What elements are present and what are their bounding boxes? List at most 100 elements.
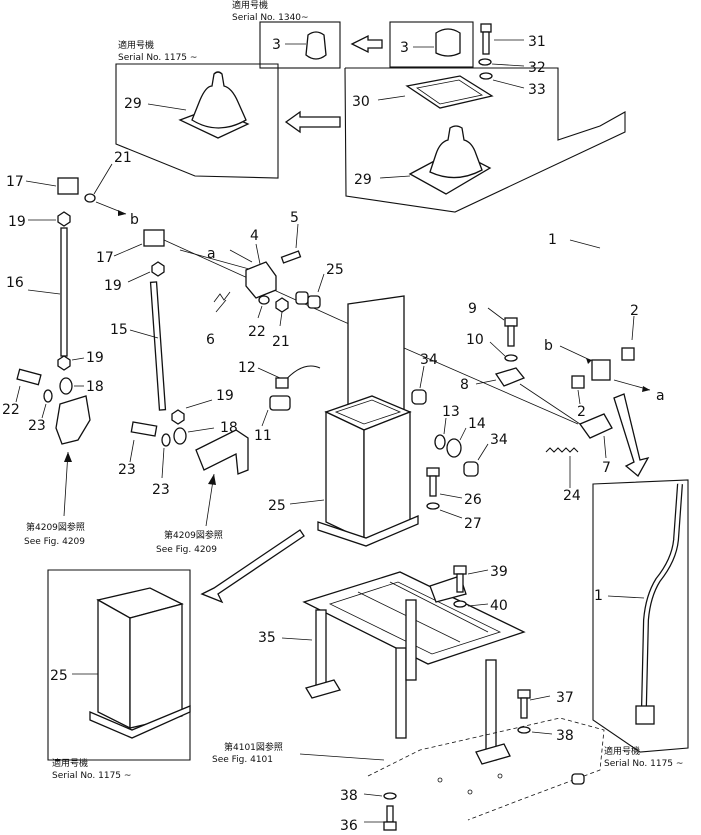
joint-17-mid xyxy=(143,229,165,247)
old-boot-arrow-icon xyxy=(284,110,341,134)
callout-a-right: a xyxy=(656,388,665,404)
callout-11: 11 xyxy=(254,428,272,444)
lever-variant-arrow-icon xyxy=(613,393,650,478)
lever-1: 1 b a 2 2 xyxy=(544,136,665,420)
knob-new-shape xyxy=(305,31,327,60)
fig4209-a-label: See Fig. 4209 xyxy=(24,537,85,547)
callout-3-new: 3 xyxy=(272,37,281,53)
callout-27: 26 xyxy=(464,492,482,508)
knob-old-box xyxy=(389,21,474,68)
lever-link-mid-shape xyxy=(195,429,249,475)
fig4101-jp: 第4101図参照 xyxy=(224,741,283,753)
lever-variant-box xyxy=(592,479,689,753)
callout-5: 5 xyxy=(290,210,299,226)
serial-1175-b-label: Serial No. 1175 ~ xyxy=(52,771,131,781)
serial-1175-c-label: Serial No. 1175 ~ xyxy=(604,759,683,769)
callout-25-variant: 25 xyxy=(50,668,68,684)
knob-variant-panel: 適用号機 Serial No. 1340~ 3 3 xyxy=(232,0,474,69)
callout-15: 15 xyxy=(110,322,128,338)
fig4209-b-jp: 第4209図参照 xyxy=(164,529,223,541)
old-boot-box xyxy=(115,63,279,179)
callout-22-left: 22 xyxy=(2,402,20,418)
callout-13: 13 xyxy=(442,404,460,420)
callout-29-old: 29 xyxy=(124,96,142,112)
callout-29-new: 29 xyxy=(354,172,372,188)
stand-leg-front-left xyxy=(315,609,327,691)
callout-1-variant: 1 xyxy=(594,588,603,604)
callout-19-d: 19 xyxy=(216,388,234,404)
callout-12: 12 xyxy=(238,360,256,376)
callout-17-mid: 17 xyxy=(96,250,114,266)
lever-1-base xyxy=(591,359,611,381)
bolt-31-group: 31 32 33 xyxy=(478,23,546,98)
housing-front-shape xyxy=(325,410,365,542)
pivot-bracket-7: 7 24 xyxy=(545,413,613,504)
callout-34-bottom: 34 xyxy=(490,432,508,448)
callout-16: 16 xyxy=(6,275,24,291)
callout-6: 6 xyxy=(206,332,215,348)
joint-17-left xyxy=(57,177,79,195)
housing-variant-panel: 25 適用号機 Serial No. 1175 ~ xyxy=(47,569,191,781)
knob-old-shape xyxy=(435,28,461,57)
callout-10: 10 xyxy=(466,332,484,348)
bracket-4-group: a 4 5 6 22 21 25 xyxy=(179,210,344,350)
fig4209-a-jp: 第4209図参照 xyxy=(26,521,85,533)
callout-40: 40 xyxy=(490,598,508,614)
callout-24: 24 xyxy=(563,488,581,504)
callout-21-left: 21 xyxy=(114,150,132,166)
callout-b-left: b xyxy=(130,212,139,228)
callout-21-mid: 22 xyxy=(248,324,266,340)
callout-31: 31 xyxy=(528,34,546,50)
boot-shape xyxy=(429,125,483,179)
spring-24-shape xyxy=(545,447,579,453)
callout-34-top: 34 xyxy=(420,352,438,368)
serial-1340-label: Serial No. 1340~ xyxy=(232,13,309,23)
serial-1175-a-label: Serial No. 1175 ~ xyxy=(118,53,197,63)
callout-35: 35 xyxy=(258,630,276,646)
callout-9: 9 xyxy=(468,301,477,317)
replace-arrow-icon xyxy=(350,34,383,54)
boot-cover-panel: 30 29 xyxy=(344,67,626,213)
callout-19-b: 19 xyxy=(86,350,104,366)
serial-1175-b-jp: 適用号機 xyxy=(52,757,88,769)
callout-19-a: 19 xyxy=(8,214,26,230)
callout-14: 14 xyxy=(468,416,486,432)
callout-38-right: 38 xyxy=(556,728,574,744)
knob-variant-box xyxy=(259,21,341,69)
console-housing-25: 25 xyxy=(268,295,419,547)
bracket-4-shape xyxy=(245,261,277,299)
lever-variant-panel: 1 適用号機 Serial No. 1175 ~ xyxy=(592,479,689,769)
stand-frame-35: 35 39 40 xyxy=(258,564,526,765)
housing-variant-arrow-icon xyxy=(200,529,305,604)
callout-3-old: 3 xyxy=(400,40,409,56)
callout-8: 8 xyxy=(460,377,469,393)
callout-17-left: 17 xyxy=(6,174,24,190)
callout-b-right: b xyxy=(544,338,553,354)
floor-plate: 37 38 第4101図参照 See Fig. 4101 38 36 xyxy=(212,689,605,834)
rod-16 xyxy=(60,227,68,357)
housing-variant-box xyxy=(47,569,191,761)
cover-plate-shape xyxy=(405,75,494,109)
callout-28: 27 xyxy=(464,516,482,532)
callout-2-bottom: 2 xyxy=(577,404,586,420)
callout-18-left: 18 xyxy=(86,379,104,395)
fig4209-b-label: See Fig. 4209 xyxy=(156,545,217,555)
callout-2-top: 2 xyxy=(630,303,639,319)
block-8-group: 9 10 8 xyxy=(460,301,526,393)
callout-19-c: 19 xyxy=(104,278,122,294)
callout-39: 39 xyxy=(490,564,508,580)
callout-a-left: a xyxy=(207,246,216,262)
callout-22-mid: 23 xyxy=(118,462,136,478)
old-boot-shape xyxy=(191,71,247,129)
callout-30: 30 xyxy=(352,94,370,110)
lever-12-group: 12 11 xyxy=(238,360,321,444)
rod-15 xyxy=(149,281,167,411)
callout-36: 37 xyxy=(556,690,574,706)
callout-4: 4 xyxy=(250,228,259,244)
callout-38-bottom: 38 xyxy=(340,788,358,804)
callout-33: 33 xyxy=(528,82,546,98)
lever-link-left-shape xyxy=(55,395,91,445)
callout-23-mid: 23 xyxy=(152,482,170,498)
serial-1175-a-jp: 適用号機 xyxy=(118,39,154,51)
small-parts-right: 34 13 14 34 26 27 xyxy=(411,352,508,532)
